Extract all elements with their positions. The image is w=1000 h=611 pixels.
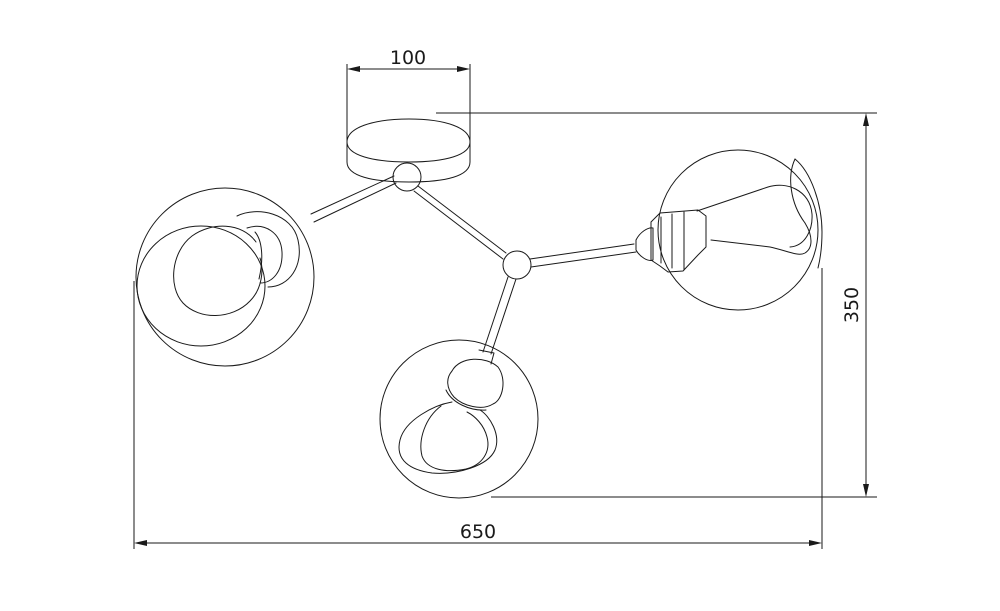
middle-joint [502,250,532,280]
bottom-globe-lamp [379,339,539,499]
dimension-overall-height-label: 350 [841,287,863,323]
right-arm [529,243,637,268]
ceiling-canopy [346,118,471,183]
dimension-top-width: 100 [346,47,471,142]
right-globe-lamp [635,149,823,311]
dimension-top-width-label: 100 [390,47,426,69]
diagonal-arm [413,185,507,260]
left-globe-lamp [135,187,315,367]
dimension-overall-height: 350 [436,112,877,498]
dimension-overall-width-label: 650 [460,521,496,543]
lower-arm [482,276,517,355]
upper-joint [392,162,422,192]
dimension-overall-width: 650 [133,268,823,549]
left-arm [310,175,397,223]
